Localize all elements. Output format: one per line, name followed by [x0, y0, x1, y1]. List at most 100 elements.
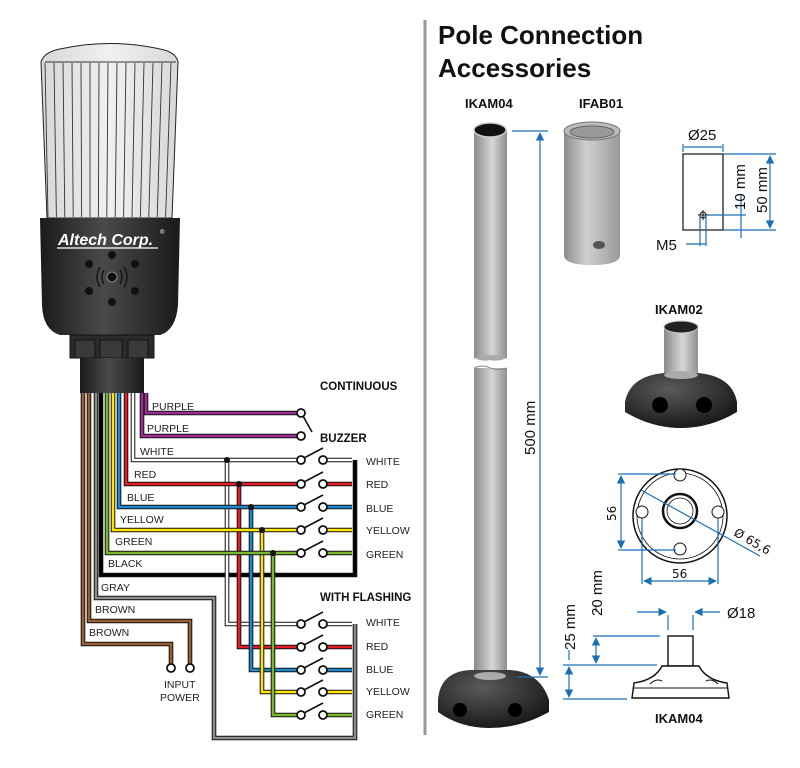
- buzzer-icon: [85, 251, 139, 306]
- header-buzzer: BUZZER: [320, 433, 367, 445]
- flashing-output-label: BLUE: [366, 664, 393, 676]
- beacon-lens: [40, 43, 179, 219]
- junction-dot: [224, 457, 230, 463]
- adapter-diameter-text: Ø25: [688, 127, 716, 144]
- base-hole-spacing-v-text: 56: [605, 506, 619, 521]
- wire-brown-2: [81, 393, 173, 664]
- continuous-output-label: YELLOW: [366, 525, 410, 537]
- input-power-label: POWER: [160, 692, 200, 704]
- input-power-label: INPUT: [164, 679, 196, 691]
- accessories-title-line-1: Pole Connection: [438, 20, 643, 50]
- wire-blue-flash: [249, 507, 298, 672]
- terminal: [318, 687, 328, 697]
- wire-gray: [94, 393, 357, 740]
- terminal: [318, 710, 328, 720]
- terminal: [296, 431, 306, 441]
- terminal: [318, 548, 328, 558]
- wire-green: [105, 393, 298, 555]
- base-ikam02: [625, 320, 737, 428]
- terminal: [166, 663, 176, 673]
- terminal: [318, 619, 328, 629]
- terminal: [318, 665, 328, 675]
- wire-label-black: BLACK: [108, 558, 142, 570]
- flashing-output-label: YELLOW: [366, 686, 410, 698]
- lens-rib: [148, 62, 154, 218]
- junction-dot: [236, 481, 242, 487]
- header-continuous: CONTINUOUS: [320, 381, 398, 393]
- terminal: [296, 548, 306, 558]
- continuous-output-label: BLUE: [366, 503, 393, 515]
- junction-dot: [270, 550, 276, 556]
- wire-brown-1: [87, 393, 192, 664]
- lens-rib: [53, 62, 57, 218]
- adapter-height-text: 50 mm: [754, 167, 771, 213]
- switch-contact: [303, 634, 324, 646]
- pole-length-text: 500 mm: [522, 401, 539, 455]
- part-label-ikam04-pole: IKAM04: [465, 96, 513, 111]
- flashing-output-label: GREEN: [366, 709, 403, 721]
- lens-rib: [80, 62, 83, 218]
- flashing-output-label: WHITE: [366, 617, 400, 629]
- junction-dot: [259, 527, 265, 533]
- base-diameter-text: Ø 65,6: [732, 525, 774, 557]
- flashing-output-labels: WHITE RED BLUE YELLOW GREEN: [366, 617, 410, 721]
- terminal: [296, 502, 306, 512]
- adapter-hole-height-text: 10 mm: [732, 164, 749, 210]
- wire-blue: [117, 393, 298, 509]
- terminal: [318, 455, 328, 465]
- wire-label-brown-1: BROWN: [95, 604, 135, 616]
- part-label-ifab01: IFAB01: [579, 96, 623, 111]
- wire-white: [131, 393, 298, 462]
- accessories-title-line-2: Accessories: [438, 53, 591, 83]
- wire-label-gray: GRAY: [101, 582, 130, 594]
- terminal: [296, 710, 306, 720]
- wire-label-red: RED: [134, 469, 157, 481]
- switch-contact: [303, 447, 324, 459]
- terminal: [296, 619, 306, 629]
- terminal: [296, 665, 306, 675]
- lens-rib: [71, 62, 74, 218]
- wire-label-purple-2: PURPLE: [147, 423, 189, 435]
- header-with-flashing: WITH FLASHING: [320, 592, 411, 604]
- terminal: [318, 479, 328, 489]
- wire-yellow-flash: [260, 530, 298, 694]
- wire-label-yellow: YELLOW: [120, 514, 164, 526]
- base-tube-diameter-text: Ø18: [727, 605, 755, 622]
- switch-contact: [303, 494, 324, 506]
- switch-contact: [303, 679, 324, 691]
- wire-red-flash: [237, 484, 298, 649]
- flashing-output-label: RED: [366, 641, 389, 653]
- wire-purple-2: [140, 393, 298, 438]
- switch-contact: [303, 657, 324, 669]
- wire-label-purple-1: PURPLE: [152, 401, 194, 413]
- terminal: [296, 687, 306, 697]
- continuous-output-labels: WHITE RED BLUE YELLOW GREEN: [366, 456, 410, 561]
- adapter-dimension-drawing: Ø25 10 mm 50 mm M5: [656, 127, 776, 254]
- terminal: [318, 502, 328, 512]
- lens-rib: [114, 62, 118, 218]
- wiring-diagram: [80, 393, 358, 741]
- continuous-output-label: GREEN: [366, 549, 403, 561]
- beacon-connector: [80, 358, 144, 393]
- wire-label-white: WHITE: [140, 446, 174, 458]
- terminal: [296, 408, 306, 418]
- part-label-ikam02: IKAM02: [655, 302, 703, 317]
- wire-label-blue: BLUE: [127, 492, 154, 504]
- wire-yellow: [111, 393, 298, 532]
- lens-rib: [156, 62, 163, 218]
- buzzer-switch: [302, 415, 313, 433]
- terminal: [318, 525, 328, 535]
- part-label-ikam04-base: IKAM04: [655, 711, 703, 726]
- wire-label-green: GREEN: [115, 536, 152, 548]
- registered-mark: ®: [160, 229, 165, 236]
- base-plan-drawing: 56 56 Ø 65,6: [605, 468, 774, 586]
- signal-beacon: Altech Corp. ®: [40, 43, 180, 393]
- base-side-drawing: Ø18 20 mm 25 mm IKAM04: [562, 570, 755, 726]
- terminal: [296, 479, 306, 489]
- switch-contact: [303, 702, 324, 714]
- wire-label-brown-2: BROWN: [89, 627, 129, 639]
- lens-rib: [97, 62, 100, 218]
- terminal: [296, 525, 306, 535]
- base-tube-height-text: 20 mm: [589, 570, 606, 616]
